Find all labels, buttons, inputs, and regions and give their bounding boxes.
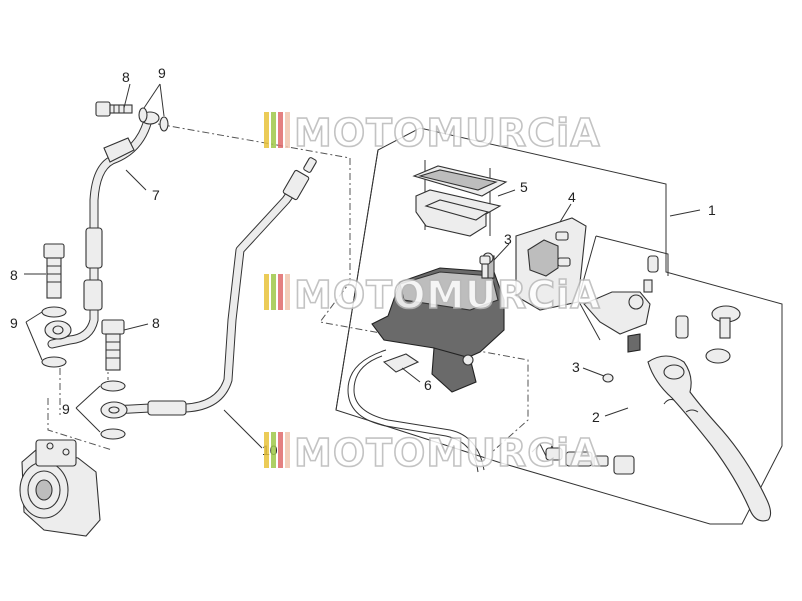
leader-lines (24, 83, 701, 449)
piston-spring-kit (531, 443, 635, 475)
upper-hose-assembly (44, 111, 160, 349)
callout-8-middle: 8 (152, 315, 160, 331)
callout-8-top: 8 (122, 69, 130, 85)
callout-9-bottom: 9 (62, 401, 70, 417)
mounting-clamp (515, 217, 587, 311)
watermark-middle: MOTOMURCiA (264, 272, 601, 318)
svg-text:MOTOMURCiA: MOTOMURCiA (294, 431, 601, 475)
washer-top-pair (138, 107, 169, 132)
slave-cylinder (19, 439, 101, 537)
callout-1: 1 (708, 202, 716, 218)
banjo-bolt-left (41, 243, 67, 368)
lever-bracket (583, 255, 741, 364)
callout-8-left: 8 (10, 267, 18, 283)
watermark-top: MOTOMURCiA (264, 110, 601, 156)
bolt-3-upper (479, 255, 491, 279)
watermark-bottom: MOTOMURCiA (264, 430, 601, 476)
master-cylinder-body (371, 252, 505, 393)
callout-9-left: 9 (10, 315, 18, 331)
callout-6: 6 (424, 377, 432, 393)
callout-2: 2 (592, 409, 600, 425)
callout-7: 7 (152, 187, 160, 203)
lower-hose-assembly (100, 157, 317, 419)
svg-text:MOTOMURCiA: MOTOMURCiA (294, 273, 601, 317)
banjo-bolt-top (95, 101, 133, 117)
svg-text:MOTOMURCiA: MOTOMURCiA (294, 111, 601, 155)
callout-5: 5 (520, 179, 528, 195)
callout-4: 4 (568, 189, 576, 205)
callout-3-upper: 3 (504, 231, 512, 247)
part-6-bracket (382, 353, 420, 373)
clutch-lever (602, 355, 772, 522)
reservoir-cap-stack (412, 160, 508, 237)
banjo-bolt-middle (100, 319, 126, 440)
callout-9-top: 9 (158, 65, 166, 81)
callout-3-lower: 3 (572, 359, 580, 375)
watermark-logo: MOTOMURCiA MOTOMURCiA MOTOMURCiA (264, 110, 601, 476)
reservoir-hose (347, 349, 485, 473)
assembly-boundary-lines (47, 123, 529, 453)
